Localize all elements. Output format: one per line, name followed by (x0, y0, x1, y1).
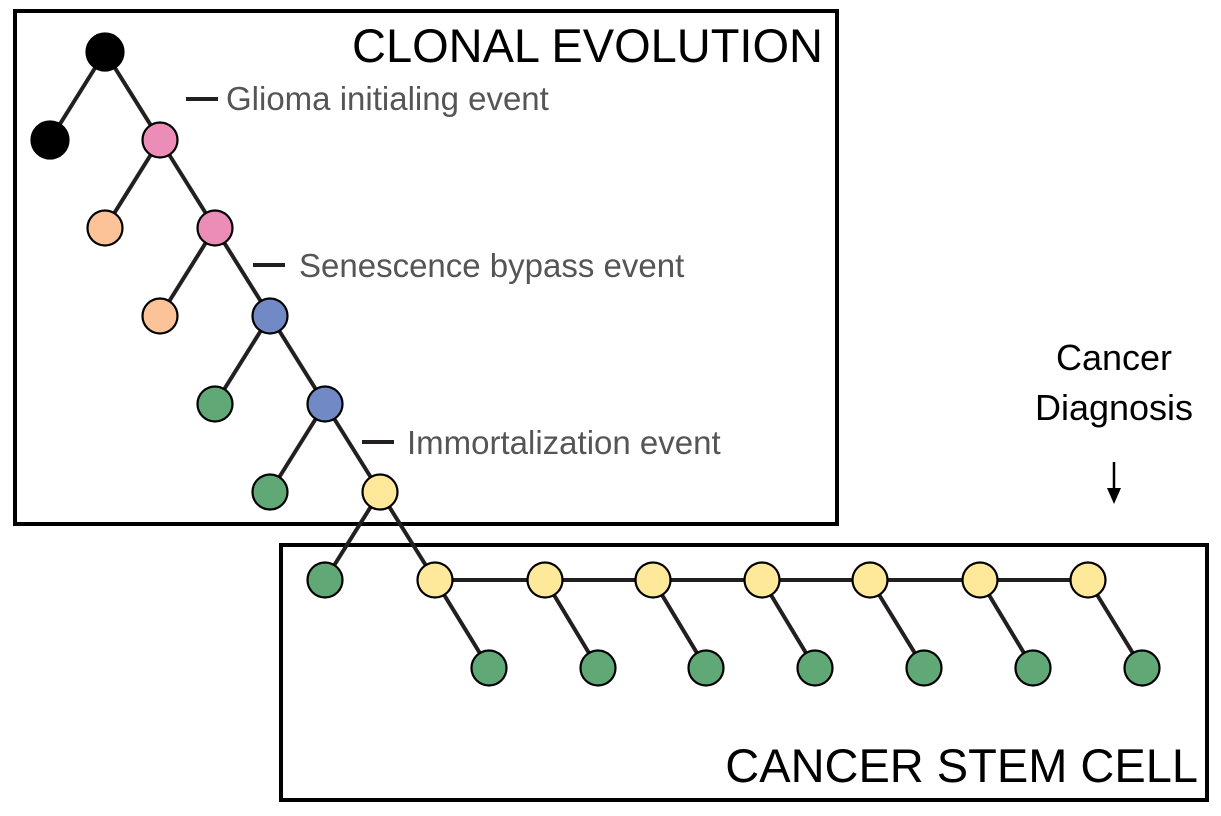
cancer-stem-cell (526, 561, 564, 599)
cancer-stem-cell (416, 561, 454, 599)
differentiated-cell (579, 649, 617, 687)
event-label-glioma: Glioma initialing event (226, 80, 549, 117)
differentiated-cell (1014, 649, 1052, 687)
differentiated-cell (306, 561, 344, 599)
clonal-evolution-title: CLONAL EVOLUTION (352, 19, 823, 72)
cancer-stem-cell-panel (279, 543, 1209, 802)
event-glioma-initiating: Glioma initialing event (186, 80, 549, 117)
clonal-evolution-panel (13, 9, 839, 526)
differentiated-cell (796, 649, 834, 687)
differentiated-cell (251, 473, 289, 511)
senescence-bypassed-cell (251, 297, 289, 335)
early-differentiated-cell (86, 209, 124, 247)
event-label-senescence: Senescence bypass event (299, 247, 684, 284)
cancer-stem-cell (961, 561, 999, 599)
differentiated-cell (1123, 649, 1161, 687)
senescence-bypassed-cell (306, 385, 344, 423)
early-differentiated-cell (141, 297, 179, 335)
differentiated-cell (905, 649, 943, 687)
cancer-diagnosis-marker: Cancer Diagnosis (1035, 337, 1193, 504)
differentiated-cell (470, 649, 508, 687)
cancer-stem-cell (851, 561, 889, 599)
differentiated-cell (196, 385, 234, 423)
differentiated-cell (687, 649, 725, 687)
lineage-nodes (30, 32, 1161, 687)
event-immortalization: Immortalization event (362, 424, 721, 461)
event-senescence-bypass: Senescence bypass event (253, 247, 684, 284)
initiated-cell (141, 121, 179, 159)
cancer-stem-cell (1069, 561, 1107, 599)
event-label-immortalization: Immortalization event (407, 424, 721, 461)
down-arrow-icon (1107, 462, 1121, 504)
cancer-stem-cell (361, 473, 399, 511)
diagnosis-label-line2: Diagnosis (1035, 387, 1193, 428)
normal-cell (85, 32, 125, 72)
diagnosis-label-line1: Cancer (1056, 337, 1172, 378)
cancer-stem-cell (743, 561, 781, 599)
initiated-cell (196, 209, 234, 247)
cancer-stem-cell (634, 561, 672, 599)
cancer-stem-cell-title: CANCER STEM CELL (725, 739, 1198, 792)
normal-cell (30, 120, 70, 160)
